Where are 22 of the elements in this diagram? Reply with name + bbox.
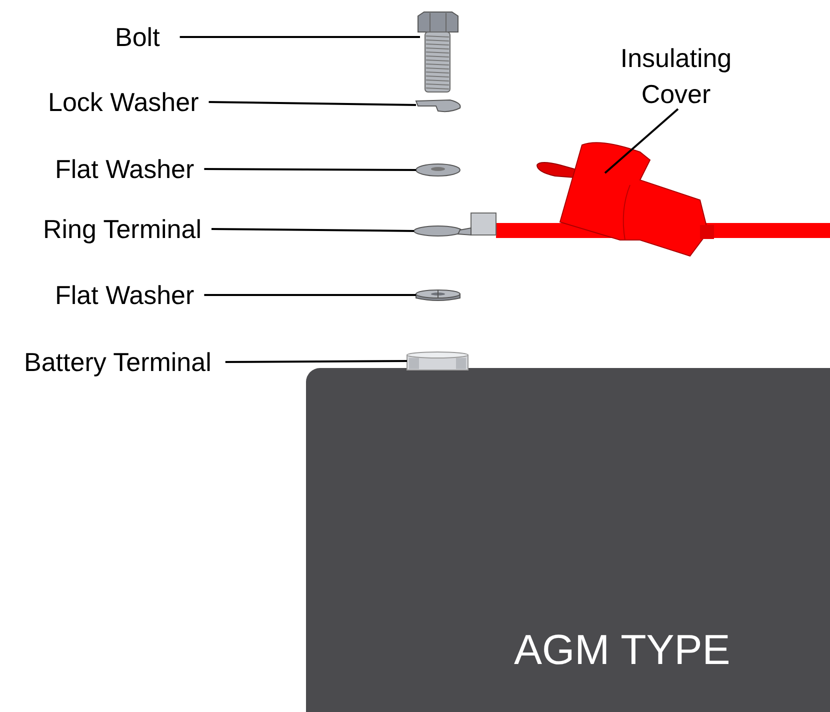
part-label: Insulating Cover xyxy=(606,40,746,112)
leader-line xyxy=(225,360,407,363)
battery-terminal-drawing xyxy=(406,352,468,370)
battery-type-text: AGM TYPE xyxy=(514,626,730,674)
part-label: Flat Washer xyxy=(55,280,194,310)
part-label: Lock Washer xyxy=(48,87,199,117)
flat-washer-drawing xyxy=(416,164,460,176)
leader-line xyxy=(211,228,414,232)
flat-washer-drawing xyxy=(416,290,460,301)
insulating-cover-drawing xyxy=(536,142,714,256)
leader-line xyxy=(604,108,679,174)
leader-line xyxy=(204,168,416,171)
leader-line xyxy=(180,36,420,38)
part-label: Bolt xyxy=(115,22,160,52)
leader-line xyxy=(208,101,416,106)
part-label: Battery Terminal xyxy=(24,347,212,377)
lock-washer-drawing xyxy=(416,100,461,112)
leader-line xyxy=(204,294,416,296)
battery-case xyxy=(306,368,830,712)
part-label: Flat Washer xyxy=(55,154,194,184)
bolt-drawing xyxy=(418,12,458,92)
part-label: Ring Terminal xyxy=(43,214,202,244)
